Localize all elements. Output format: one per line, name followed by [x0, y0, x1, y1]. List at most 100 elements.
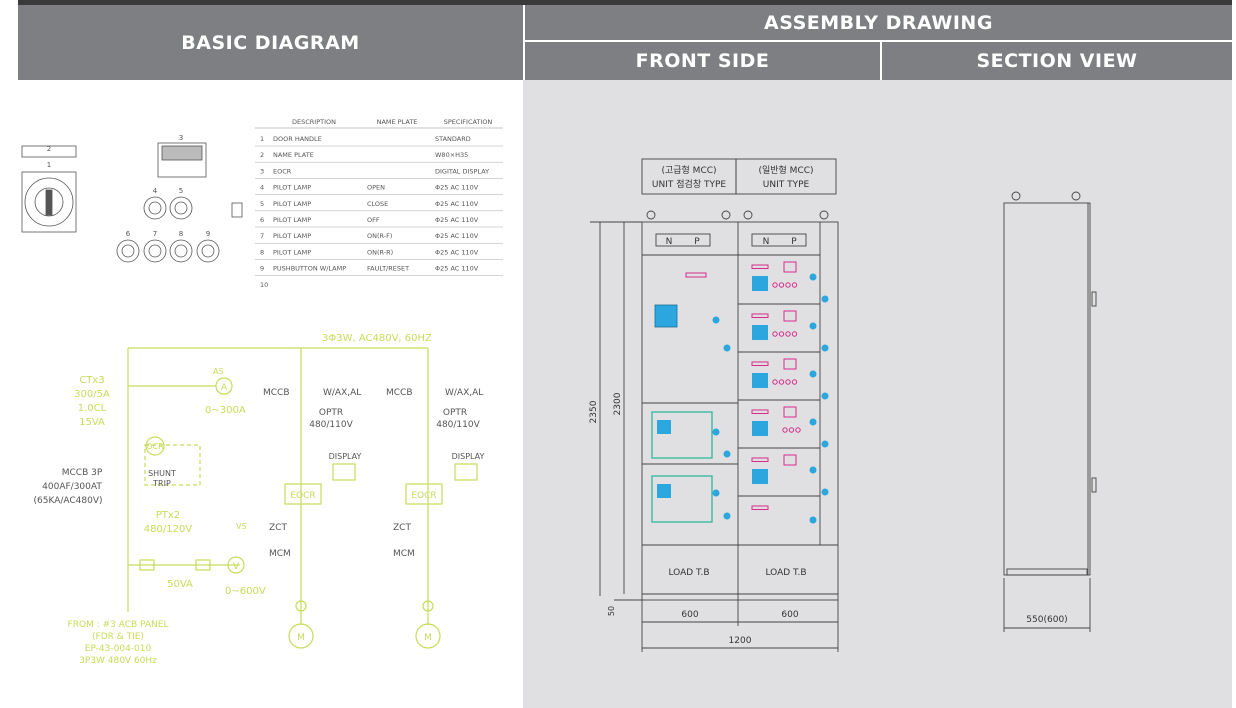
assembly-drawing-header: ASSEMBLY DRAWING	[525, 5, 1232, 40]
ammeter-letter: A	[221, 383, 228, 393]
right-unit-name-plate	[751, 457, 769, 462]
feeder-1-display: DISPLAY	[329, 452, 362, 461]
pilot-lamp-8	[169, 239, 193, 263]
assembly-drawing-title: ASSEMBLY DRAWING	[764, 11, 993, 34]
lamp-10-symbol	[231, 202, 243, 218]
pilot-lamp-4	[143, 196, 167, 220]
ammeter-tag: AS	[213, 367, 224, 376]
right-unit-name-plate	[751, 313, 769, 318]
pilot-lamp-lens-9	[201, 244, 215, 258]
schematic-black-labels: SHUNT TRIP MCCB 3P 400AF/300AT (65KA/AC4…	[33, 388, 484, 643]
pilot-lamp-9	[196, 239, 220, 263]
door-handle-frame	[21, 171, 77, 233]
section-hinge-1	[1091, 291, 1097, 307]
basic-diagram-header: BASIC DIAGRAM	[18, 5, 523, 80]
feeder-2-mcm: MCM	[393, 549, 415, 559]
right-unit-button	[778, 282, 785, 288]
parts-row-nameplate: CLOSE	[367, 200, 388, 208]
ct-label-3: 1.0CL	[78, 403, 107, 414]
section-depth-dimension: 550(600)	[1026, 615, 1067, 625]
front-texts: (고급형 MCC) UNIT 점검창 TYPE (일반형 MCC) UNIT T…	[589, 165, 814, 646]
pilot-lamp-number: 8	[179, 230, 183, 238]
right-unit-eocr	[752, 469, 768, 484]
parts-row-nameplate: OFF	[367, 216, 380, 224]
parts-row-nameplate: FAULT/RESET	[367, 265, 409, 273]
pilot-lamp-number: 5	[179, 187, 183, 195]
parts-row-description: PILOT LAMP	[273, 200, 311, 208]
right-unit-button	[778, 379, 785, 385]
parts-row-specification: STANDARD	[435, 135, 471, 143]
pilot-lamp-lens-4	[148, 201, 162, 215]
pilot-lamp-lens-8	[174, 244, 188, 258]
dim-width-right: 600	[781, 610, 798, 620]
parts-row-specification: Φ25 AC 110V	[435, 200, 479, 208]
right-unit-button	[791, 379, 798, 385]
parts-row-description: PILOT LAMP	[273, 184, 311, 192]
pt-fuse-2	[195, 559, 211, 571]
right-unit-lamp	[821, 440, 829, 448]
left-main-handle	[654, 304, 678, 328]
dim-width-left: 600	[681, 610, 698, 620]
feeder-1-terminal	[295, 600, 307, 612]
right-unit-lamp	[821, 392, 829, 400]
parts-table-header: DESCRIPTION	[292, 118, 336, 126]
right-load-tb: LOAD T.B	[765, 568, 806, 578]
pilot-lamp-number: 7	[153, 230, 157, 238]
feeder-2-eocr: EOCR	[411, 491, 436, 501]
left-np-n: N	[666, 237, 673, 247]
lifting-eye-2	[721, 210, 731, 220]
parts-table-header: SPECIFICATION	[444, 118, 493, 126]
section-enclosure	[1003, 202, 1091, 576]
parts-row-number: 6	[260, 216, 264, 224]
right-unit-button	[782, 427, 788, 433]
front-components	[651, 272, 731, 523]
right-np-n: N	[763, 237, 770, 247]
pt-ratio: 480/120V	[144, 524, 193, 535]
lifting-eye-3	[743, 210, 753, 220]
parts-row-specification: DIGITAL DISPLAY	[435, 167, 489, 175]
feeder-1-eocr-box	[284, 483, 322, 505]
parts-row-description: DOOR HANDLE	[273, 135, 322, 143]
feeder-1-motor-symbol	[288, 623, 314, 649]
ct-label-1: CTx3	[79, 375, 104, 386]
ocr-symbol	[145, 436, 165, 456]
feeder-1-zct: ZCT	[269, 523, 287, 533]
pilot-lamp-number: 6	[126, 230, 131, 238]
right-mcc-label-box	[735, 158, 837, 195]
feeder-2-mccb: MCCB	[386, 388, 413, 398]
parts-row-number: 3	[260, 167, 264, 175]
front-side-drawing	[590, 158, 839, 652]
main-breaker-label-1: MCCB 3P	[62, 468, 103, 478]
right-column-units	[751, 261, 829, 524]
parts-row-number: 4	[260, 184, 264, 192]
right-unit-lamp	[809, 516, 817, 524]
schematic-labels: 3Φ3W, AC480V, 60HZ CTx3 300/5A 1.0CL 15V…	[68, 333, 432, 666]
left-lamp-5	[712, 489, 720, 497]
dim-body-height: 2300	[613, 392, 623, 415]
door-handle-number: 1	[47, 161, 51, 169]
basic-diagram-title: BASIC DIAGRAM	[181, 31, 360, 54]
parts-row-description: PUSHBUTTON W/LAMP	[273, 265, 346, 273]
pilot-lamp-7	[143, 239, 167, 263]
right-unit-eocr	[752, 276, 768, 291]
feeder-1-mcm: MCM	[269, 549, 291, 559]
feeder-2-terminal	[422, 600, 434, 612]
shunt-trip-box	[144, 444, 201, 486]
left-mcc-label-1: (고급형 MCC)	[661, 165, 716, 176]
parts-row-nameplate: ON(R-F)	[367, 232, 392, 240]
dim-total-height: 2350	[589, 400, 599, 423]
right-unit-name-plate	[751, 505, 769, 510]
door-handle-inner	[34, 187, 64, 217]
right-unit-eocr	[752, 325, 768, 340]
pt-va: 50VA	[167, 579, 193, 590]
dim-base-height: 50	[607, 606, 616, 616]
voltmeter-range: 0~600V	[225, 586, 266, 597]
right-unit-lamp	[809, 273, 817, 281]
from-line-3: EP-43-004-010	[85, 644, 152, 654]
left-lamp-1	[712, 316, 720, 324]
right-unit-button	[778, 331, 785, 337]
right-unit-eocr	[752, 373, 768, 388]
